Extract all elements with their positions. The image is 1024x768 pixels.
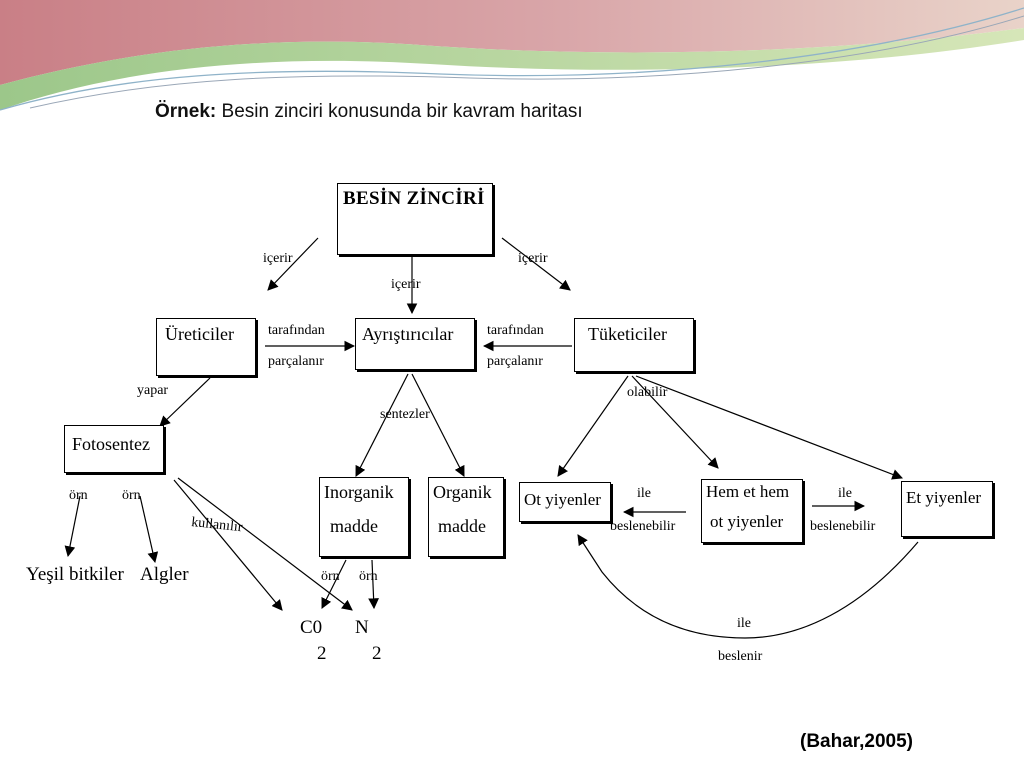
link-root-consumers xyxy=(501,237,571,291)
node-carnivores-box xyxy=(901,481,993,537)
label-example-4: örn xyxy=(359,569,378,584)
citation: (Bahar,2005) xyxy=(800,731,914,752)
label-feeds-can-1-bottom: beslenebilir xyxy=(610,519,676,534)
label-synthesizes: sentezler xyxy=(380,407,430,422)
label-example-1: örn xyxy=(69,488,88,503)
node-root: BESİN ZİNCİRİ xyxy=(343,188,485,209)
label-can-be: olabilir xyxy=(627,385,668,400)
node-consumers: Tüketiciler xyxy=(588,324,667,344)
node-photosynthesis-box xyxy=(64,425,164,473)
label-feeds-can-2-top: ile xyxy=(838,486,852,501)
link-carnivores-herbivores xyxy=(577,534,919,639)
link-decomposers-organic xyxy=(411,373,465,477)
label-feeds-bottom: beslenir xyxy=(718,649,763,664)
link-inorganic-co2 xyxy=(321,559,347,609)
label-feeds-can-2-bottom: beslenebilir xyxy=(810,519,876,534)
label-contains-right: içerir xyxy=(518,251,548,266)
node-root-box xyxy=(337,183,493,255)
link-photosynthesis-plants xyxy=(64,495,81,558)
node-producers: Üreticiler xyxy=(165,324,234,344)
slide-title-bold: Örnek: xyxy=(155,101,217,122)
node-inorganic-line-1: Inorganik xyxy=(324,482,394,502)
link-producers-photosynthesis xyxy=(159,377,211,427)
node-consumers-box xyxy=(574,318,694,372)
link-consumers-carnivores xyxy=(635,375,904,480)
link-inorganic-n2 xyxy=(368,559,379,610)
label-by-left-top: tarafından xyxy=(268,323,325,338)
node-inorganic-line-2: madde xyxy=(330,516,378,536)
node-herbivores-box xyxy=(519,482,611,522)
label-example-2: örn xyxy=(122,488,141,503)
node-herbivores: Ot yiyenler xyxy=(524,490,601,509)
node-carnivores: Et yiyenler xyxy=(906,488,982,507)
label-by-right-bottom: parçalanır xyxy=(487,354,543,369)
node-organic-box xyxy=(428,477,504,557)
node-decomposers: Ayrıştırıcılar xyxy=(362,324,454,344)
link-photosynthesis-n2 xyxy=(177,477,353,611)
leaf-n2-sub: 2 xyxy=(372,643,382,664)
label-by-right-top: tarafından xyxy=(487,323,544,338)
leaf-algae: Algler xyxy=(140,564,189,585)
link-consumers-omnivores xyxy=(631,375,719,469)
link-root-producers xyxy=(267,237,319,291)
label-contains-left: içerir xyxy=(263,251,293,266)
label-by-left-bottom: parçalanır xyxy=(268,354,324,369)
leaf-green-plants: Yeşil bitkiler xyxy=(26,564,124,585)
node-omnivores-line-2: ot yiyenler xyxy=(710,512,784,531)
link-consumers-herbivores xyxy=(557,375,629,477)
leaf-co2-sub: 2 xyxy=(317,643,327,664)
label-example-3: örn xyxy=(321,569,340,584)
label-feeds-can-1-top: ile xyxy=(637,486,651,501)
link-photosynthesis-algae xyxy=(139,495,159,564)
label-contains-mid: içerir xyxy=(391,277,421,292)
leaf-n2-main: N xyxy=(355,617,369,638)
node-organic-line-1: Organik xyxy=(433,482,492,502)
link-photosynthesis-co2 xyxy=(173,479,283,611)
slide-title-text: Besin zinciri konusunda bir kavram harit… xyxy=(221,101,583,122)
node-inorganic-box xyxy=(319,477,409,557)
node-producers-box xyxy=(156,318,256,376)
label-feeds-top: ile xyxy=(737,616,751,631)
link-decomposers-inorganic xyxy=(355,373,409,477)
slide-title: Örnek: Besin zinciri konusunda bir kavra… xyxy=(155,101,583,123)
node-organic-line-2: madde xyxy=(438,516,486,536)
header-decoration xyxy=(0,0,1024,111)
node-omnivores-box xyxy=(701,479,803,543)
node-decomposers-box xyxy=(355,318,475,370)
leaf-co2-main: C0 xyxy=(300,617,323,638)
label-does: yapar xyxy=(137,383,169,398)
node-photosynthesis: Fotosentez xyxy=(72,434,150,454)
node-omnivores-line-1: Hem et hem xyxy=(706,482,790,501)
